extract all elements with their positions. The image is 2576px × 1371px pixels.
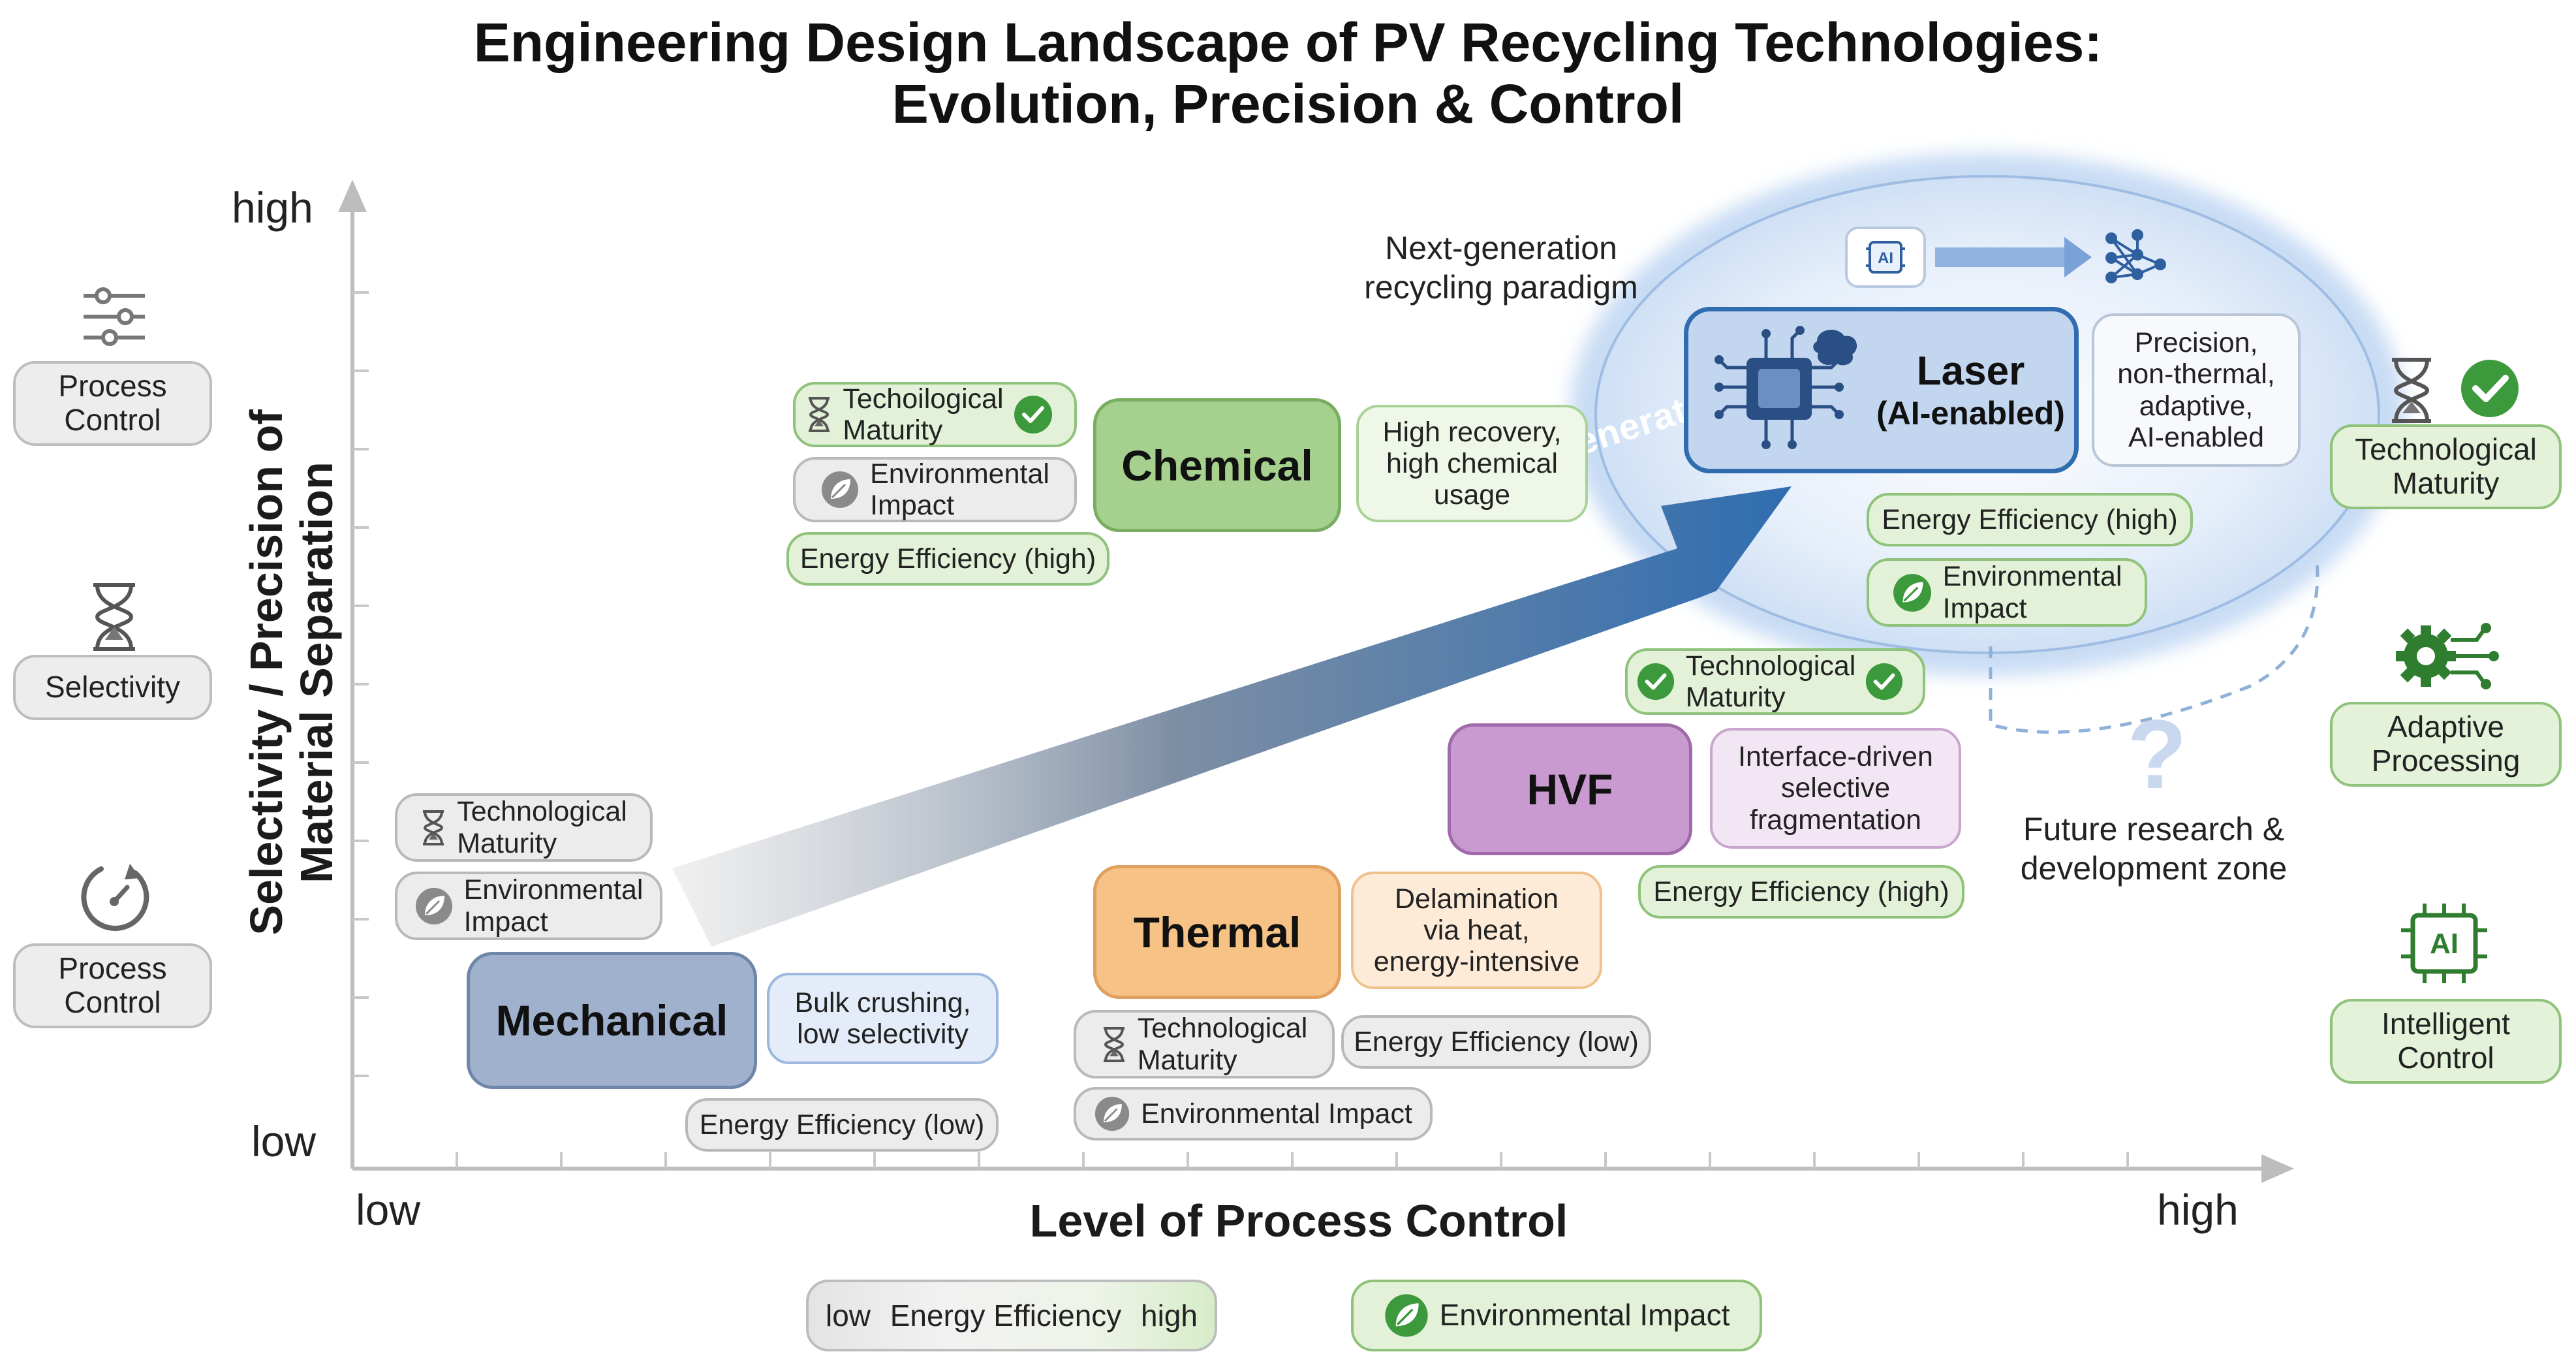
hourglass-icon [1101,1026,1127,1063]
mechanical-energy-badge: Energy Efficiency (low) [685,1098,999,1152]
x-axis-low-label: low [356,1186,421,1234]
check-circle-icon [1865,662,1904,701]
thermal-environment-badge: Environmental Impact [1074,1087,1433,1141]
chemical-description: High recovery, high chemical usage [1356,405,1588,522]
legend-environment-label: Environmental Impact [1439,1298,1730,1332]
hvf-maturity-badge: Technological Maturity [1625,648,1925,715]
leaf-icon [1384,1293,1429,1338]
chemical-maturity-badge: Techoilogical Maturity [793,382,1077,447]
x-axis-arrowhead [2261,1154,2294,1183]
chemical-energy-badge: Energy Efficiency (high) [786,532,1110,586]
check-circle-icon [1013,394,1053,435]
y-axis-low-label: low [251,1117,317,1165]
left-panel-process-control-bottom: Process Control [13,943,212,1028]
mechanical-maturity-label: Technological Maturity [457,796,627,859]
laser-environment-label: Environmental Impact [1942,561,2122,624]
mechanical-environment-label: Environmental Impact [463,874,644,938]
evolution-arrow [672,486,1792,947]
legend-energy-high: high [1141,1299,1198,1332]
y-axis-high-label: high [232,183,313,232]
chemical-method-name: Chemical [1121,441,1313,490]
mechanical-method-name: Mechanical [495,996,728,1045]
hvf-description: Interface-driven selective fragmentation [1710,728,1961,849]
right-panel-adaptive-processing: Adaptive Processing [2330,702,2562,787]
leaf-icon [414,887,454,926]
mechanical-maturity-badge: Technological Maturity [395,793,653,862]
leaf-icon [1094,1095,1130,1132]
x-axis-ticks [456,1152,2129,1169]
hourglass-icon [75,578,153,656]
thermal-maturity-badge: Technological Maturity [1074,1010,1335,1079]
thermal-method-name: Thermal [1133,907,1301,956]
y-axis-title: Selectivity / Precision of Material Sepa… [241,385,418,960]
mechanical-environment-badge: Environmental Impact [395,872,662,940]
leaf-icon [820,470,860,509]
laser-method-name: Laser [1916,349,2025,394]
gear-circuit-icon [2382,614,2506,699]
laser-environment-badge: Environmental Impact [1867,558,2147,627]
mechanical-method-box: Mechanical [467,952,757,1089]
hourglass-check-icon [2376,353,2532,428]
laser-method-subname: (AI-enabled) [1876,395,2065,432]
y-axis-title-line-1: Selectivity / Precision of [241,409,292,936]
thermal-description: Delamination via heat, energy-intensive [1351,872,1602,989]
x-axis-title: Level of Process Control [1029,1195,1568,1246]
circuit-brain-icon [1704,319,1867,462]
hvf-method-box: HVF [1448,723,1692,855]
thermal-environment-label: Environmental Impact [1141,1097,1412,1129]
ai-chip-icon: AI [2392,901,2496,986]
title-line-2: Evolution, Precision & Control [892,73,1684,135]
left-panel-process-control-top: Process Control [13,361,212,446]
y-axis-arrowhead [338,180,367,212]
chemical-maturity-label: Techoilogical Maturity [843,383,1004,446]
laser-energy-badge: Energy Efficiency (high) [1867,493,2193,546]
y-axis-title-line-2: Material Separation [291,462,342,883]
hvf-method-name: HVF [1527,765,1613,813]
page-title: Engineering Design Landscape of PV Recyc… [0,12,2576,134]
ai-to-network-graphic: AI [1844,219,2170,297]
svg-text:AI: AI [2430,928,2459,960]
question-mark-icon: ? [2127,699,2187,809]
x-axis-high-label: high [2157,1186,2239,1234]
right-panel-technological-maturity: Technological Maturity [2330,424,2562,509]
legend-energy-label: Energy Efficiency [890,1299,1122,1332]
laser-description: Precision, non-thermal, adaptive, AI-ena… [2092,313,2301,467]
check-circle-icon [1636,662,1675,701]
right-panel-intelligent-control: Intelligent Control [2330,999,2562,1084]
y-axis-ticks [352,291,369,1077]
hourglass-icon [420,810,446,846]
hvf-maturity-label: Technological Maturity [1685,650,1856,713]
leaf-icon [1892,573,1932,613]
laser-method-box: Laser (AI-enabled) [1684,307,2079,473]
thermal-energy-badge: Energy Efficiency (low) [1341,1015,1651,1069]
chemical-environment-badge: Environmental Impact [793,457,1077,522]
future-connector [1989,561,2320,734]
legend-energy-efficiency: low Energy Efficiency high [806,1280,1217,1351]
hourglass-icon [806,396,832,433]
next-gen-caption: Next-generation recycling paradigm [1364,230,1638,306]
thermal-maturity-label: Technological Maturity [1137,1013,1308,1076]
chemical-environment-label: Environmental Impact [870,458,1049,521]
legend-energy-low: low [826,1299,871,1332]
gauge-icon [69,855,160,940]
future-zone-label: Future research & development zone [2020,811,2288,887]
legend-environmental-impact: Environmental Impact [1351,1280,1762,1351]
title-line-1: Engineering Design Landscape of PV Recyc… [473,12,2103,73]
ai-badge-text: AI [1878,249,1893,267]
left-panel-selectivity: Selectivity [13,655,212,720]
chemical-method-box: Chemical [1093,398,1341,532]
sliders-icon [69,281,160,353]
thermal-method-box: Thermal [1093,865,1341,999]
mechanical-description: Bulk crushing, low selectivity [767,973,999,1064]
hvf-energy-badge: Energy Efficiency (high) [1638,865,1964,919]
